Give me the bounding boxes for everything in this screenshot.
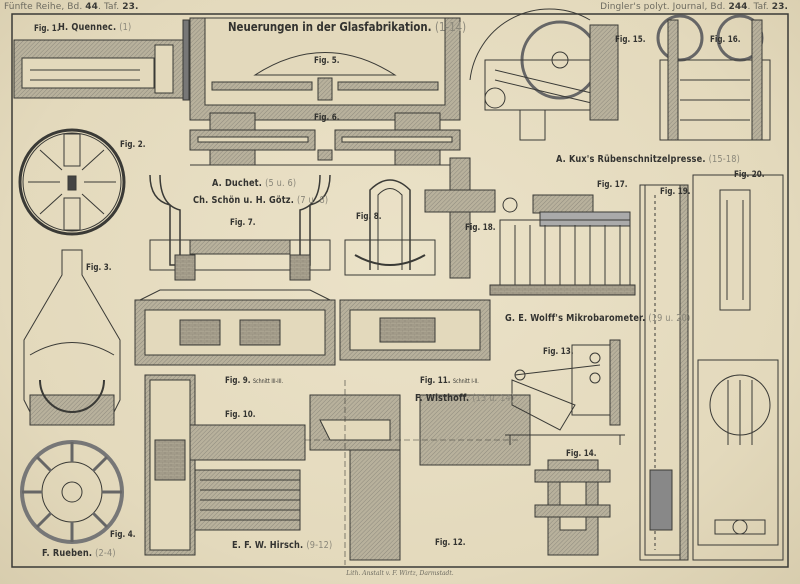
fig-14-label: Fig. 14. <box>566 449 597 459</box>
section-name: H. Quennec. <box>58 22 117 33</box>
section-label-schoen-goetz: Ch. Schön u. H. Götz. (7 u. 8) <box>193 195 328 207</box>
plate-title-text: Neuerungen in der Glasfabrikation. <box>228 20 432 34</box>
fig-8-label: Fig. 8. <box>356 212 382 222</box>
fig-9-drawing <box>134 289 336 366</box>
fig-9-label-text: Fig. 9. <box>225 376 251 386</box>
fig-6-label: Fig. 6. <box>314 113 340 123</box>
fig-12-label: Fig. 12. <box>435 538 466 548</box>
fig-11-sublabel: Schnitt I-II. <box>452 378 479 385</box>
section-ref: (2-4) <box>95 548 116 559</box>
header-left: Fünfte Reihe, Bd. 44. Taf. 23. <box>4 2 138 12</box>
section-label-rueben: F. Rueben. (2-4) <box>42 548 116 560</box>
section-label-hirsch: E. F. W. Hirsch. (9-12) <box>232 540 332 552</box>
section-label-wisthoff: F. Wisthoff. (13 u. 14) <box>415 393 514 405</box>
section-ref: (13 u. 14) <box>472 393 515 404</box>
section-ref: (1) <box>119 22 132 33</box>
section-ref: (15-18) <box>708 154 741 165</box>
section-name: Ch. Schön u. H. Götz. <box>193 195 295 206</box>
header-left-volume: 44 <box>85 2 99 12</box>
plate-title-ref: (1-14) <box>435 20 467 34</box>
header-right-prefix: Dingler's polyt. Journal, Bd. <box>600 2 726 12</box>
fig-17-label: Fig. 17. <box>597 180 628 190</box>
header-right: Dingler's polyt. Journal, Bd. 244. Taf. … <box>600 2 788 12</box>
section-label-duchet: A. Duchet. (5 u. 6) <box>212 178 296 190</box>
section-name: A. Kux's Rübenschnitzelpresse. <box>556 154 706 165</box>
fig-17-drawing <box>489 194 636 296</box>
fig-11-label: Fig. 11.Schnitt I-II. <box>420 376 479 387</box>
fig-11-label-text: Fig. 11. <box>420 376 451 386</box>
header-right-plate: 23. <box>771 2 788 12</box>
fig-7-drawing <box>149 174 331 281</box>
header-left-prefix: Fünfte Reihe, Bd. <box>4 2 83 12</box>
section-label-kux: A. Kux's Rübenschnitzelpresse. (15-18) <box>556 154 740 166</box>
fig-5-drawing <box>189 17 461 121</box>
header-left-mid: . Taf. <box>98 2 120 12</box>
section-label-quennec: H. Quennec. (1) <box>58 22 131 34</box>
fig-10-label: Fig. 10. <box>225 410 256 420</box>
fig-18-drawing <box>424 157 518 279</box>
fig-20-drawing <box>692 174 784 561</box>
lithographer-credit: Lith. Anstalt v. F. Wirtz, Darmstadt. <box>346 570 454 577</box>
section-name: G. E. Wolff's Mikrobarometer. <box>505 313 646 324</box>
fig-6-drawing <box>189 112 461 166</box>
plate-border <box>11 13 789 568</box>
section-label-wolff: G. E. Wolff's Mikrobarometer. (19 u. 20) <box>505 313 690 325</box>
fig-12-drawing <box>309 394 531 561</box>
fig-7-label: Fig. 7. <box>230 218 256 228</box>
fig-19-drawing <box>639 184 689 561</box>
section-ref: (7 u. 8) <box>297 195 329 206</box>
fig-13-drawing <box>505 339 625 445</box>
section-ref: (9-12) <box>306 540 333 551</box>
fig-1-label: Fig. 1. <box>34 24 60 34</box>
header-right-mid: . Taf. <box>747 2 769 12</box>
fig-16-drawing <box>656 14 771 141</box>
fig-2-label: Fig. 2. <box>120 140 146 150</box>
section-name: F. Rueben. <box>42 548 93 559</box>
plate-title: Neuerungen in der Glasfabrikation. (1-14… <box>228 20 466 34</box>
fig-18-label: Fig. 18. <box>465 223 496 233</box>
fig-1-drawing <box>13 19 190 101</box>
section-name: E. F. W. Hirsch. <box>232 540 304 551</box>
section-name: F. Wisthoff. <box>415 393 470 404</box>
fig-4-drawing <box>20 440 124 544</box>
fig-4-label: Fig. 4. <box>110 530 136 540</box>
fig-14-drawing <box>534 459 611 556</box>
fig-13-label: Fig. 13. <box>543 347 574 357</box>
header-left-plate: 23. <box>122 2 139 12</box>
fig-5-label: Fig. 5. <box>314 56 340 66</box>
fig-10-drawing <box>144 374 306 556</box>
fig-8-drawing <box>344 179 436 276</box>
fig-15-label: Fig. 15. <box>615 35 646 45</box>
section-ref: (19 u. 20) <box>648 313 691 324</box>
fig-16-label: Fig. 16. <box>710 35 741 45</box>
fig-11-drawing <box>339 299 491 361</box>
fig-19-label: Fig. 19. <box>660 187 691 197</box>
fig-2-drawing <box>18 128 126 236</box>
fig-3-label: Fig. 3. <box>86 263 112 273</box>
section-ref: (5 u. 6) <box>265 178 297 189</box>
fig-3-drawing <box>23 249 121 426</box>
fig-20-label: Fig. 20. <box>734 170 765 180</box>
fig-9-sublabel: Schnitt III-III. <box>252 378 284 385</box>
section-name: A. Duchet. <box>212 178 263 189</box>
fig-9-label: Fig. 9.Schnitt III-III. <box>225 376 283 387</box>
fig-15-drawing <box>469 8 619 141</box>
header-right-volume: 244 <box>728 2 748 12</box>
